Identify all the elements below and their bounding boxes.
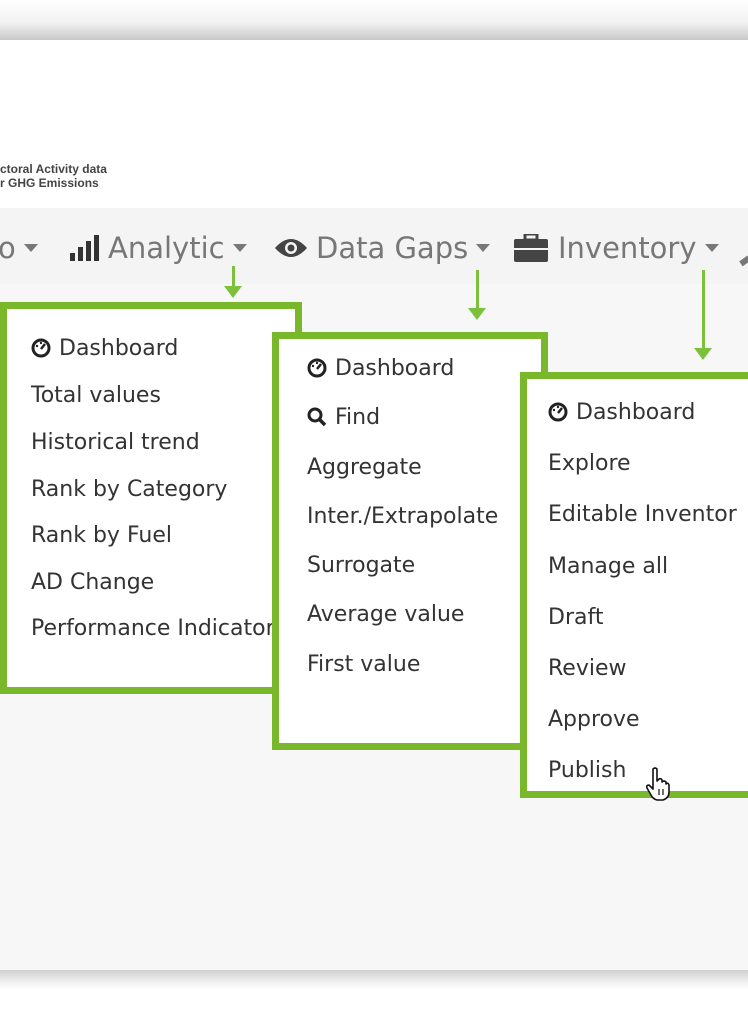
nav-item-analytic[interactable]: Analytic	[70, 226, 247, 270]
menu-item-find[interactable]: Find	[307, 402, 380, 432]
data-gaps-dropdown-menu: Dashboard Find Aggregate Inter./Extrapol…	[272, 332, 548, 750]
menu-item-first-value[interactable]: First value	[307, 649, 420, 679]
menu-item-label: Performance Indicator	[31, 615, 275, 641]
menu-item-performance-indicator[interactable]: Performance Indicator	[31, 613, 275, 643]
nav-item-inventory[interactable]: Inventory	[514, 226, 719, 270]
menu-item-publish[interactable]: Publish	[548, 755, 626, 785]
nav-item-partial-label: o	[0, 231, 16, 265]
search-icon	[307, 407, 327, 427]
menu-item-label: First value	[307, 651, 421, 677]
nav-item-data-gaps-label: Data Gaps	[316, 231, 469, 265]
menu-item-label: Draft	[548, 604, 604, 630]
caret-down-icon	[232, 244, 247, 252]
menu-item-editable-inventory[interactable]: Editable Inventor	[548, 499, 737, 529]
menu-item-aggregate[interactable]: Aggregate	[307, 452, 422, 482]
caret-down-icon	[704, 244, 719, 252]
menu-item-dashboard[interactable]: Dashboard	[31, 333, 178, 363]
inventory-dropdown-menu: Dashboard Explore Editable Inventor Mana…	[520, 372, 748, 801]
dashboard-icon	[307, 358, 327, 378]
top-shadow	[0, 0, 748, 40]
menu-item-rank-by-category[interactable]: Rank by Category	[31, 474, 227, 504]
menu-item-draft[interactable]: Draft	[548, 602, 603, 632]
menu-item-label: Rank by Fuel	[31, 522, 172, 548]
nav-item-partial[interactable]: o	[0, 226, 38, 270]
menu-item-dashboard[interactable]: Dashboard	[548, 397, 695, 427]
bottom-shadow	[0, 970, 748, 990]
menu-item-label: Editable Inventor	[548, 501, 737, 527]
menu-item-label: Publish	[548, 757, 627, 783]
menu-item-average-value[interactable]: Average value	[307, 599, 464, 629]
bar-chart-icon	[70, 235, 100, 261]
nav-item-inventory-label: Inventory	[558, 231, 697, 265]
menu-item-label: Manage all	[548, 553, 669, 579]
menu-item-ad-change[interactable]: AD Change	[31, 567, 154, 597]
arrow-inventory	[694, 270, 712, 360]
menu-item-historical-trend[interactable]: Historical trend	[31, 427, 200, 457]
dashboard-icon	[548, 402, 568, 422]
hand-pointer-cursor-icon	[645, 767, 671, 805]
briefcase-icon	[514, 234, 548, 262]
menu-item-surrogate[interactable]: Surrogate	[307, 550, 415, 580]
menu-item-label: Find	[335, 404, 381, 430]
menu-item-label: Inter./Extrapolate	[307, 503, 499, 529]
subtitle-line-2: r GHG Emissions	[0, 176, 99, 190]
menu-item-label: Dashboard	[576, 399, 696, 425]
menu-item-label: Rank by Category	[31, 476, 228, 502]
navbar	[0, 208, 748, 284]
arrow-data-gaps	[468, 270, 486, 320]
eye-icon	[274, 236, 308, 260]
menu-item-label: Surrogate	[307, 552, 416, 578]
menu-item-label: Approve	[548, 706, 640, 732]
menu-item-approve[interactable]: Approve	[548, 704, 640, 734]
nav-item-analytic-label: Analytic	[108, 231, 225, 265]
screenshot-frame: ctoral Activity data r GHG Emissions o A…	[0, 48, 748, 970]
caret-down-icon	[23, 244, 38, 252]
subtitle-line-1: ctoral Activity data	[0, 162, 107, 176]
menu-item-dashboard[interactable]: Dashboard	[307, 353, 454, 383]
menu-item-explore[interactable]: Explore	[548, 448, 631, 478]
menu-item-label: Total values	[31, 382, 161, 408]
menu-item-label: Historical trend	[31, 429, 200, 455]
menu-item-label: Dashboard	[59, 335, 179, 361]
menu-item-label: Aggregate	[307, 454, 422, 480]
menu-item-total-values[interactable]: Total values	[31, 380, 161, 410]
menu-item-rank-by-fuel[interactable]: Rank by Fuel	[31, 520, 172, 550]
analytic-dropdown-menu: Dashboard Total values Historical trend …	[0, 302, 302, 694]
menu-item-manage-all[interactable]: Manage all	[548, 551, 668, 581]
menu-item-inter-extrapolate[interactable]: Inter./Extrapolate	[307, 501, 498, 531]
app-subtitle: ctoral Activity data r GHG Emissions	[0, 162, 107, 190]
header-area: ctoral Activity data r GHG Emissions	[0, 48, 748, 208]
menu-item-label: Explore	[548, 450, 631, 476]
arrow-analytic	[224, 266, 242, 298]
nav-item-data-gaps[interactable]: Data Gaps	[274, 226, 491, 270]
menu-item-label: Average value	[307, 601, 465, 627]
menu-item-label: AD Change	[31, 569, 155, 595]
menu-item-review[interactable]: Review	[548, 653, 627, 683]
menu-item-label: Review	[548, 655, 627, 681]
caret-down-icon	[476, 244, 491, 252]
menu-item-label: Dashboard	[335, 355, 455, 381]
dashboard-icon	[31, 338, 51, 358]
